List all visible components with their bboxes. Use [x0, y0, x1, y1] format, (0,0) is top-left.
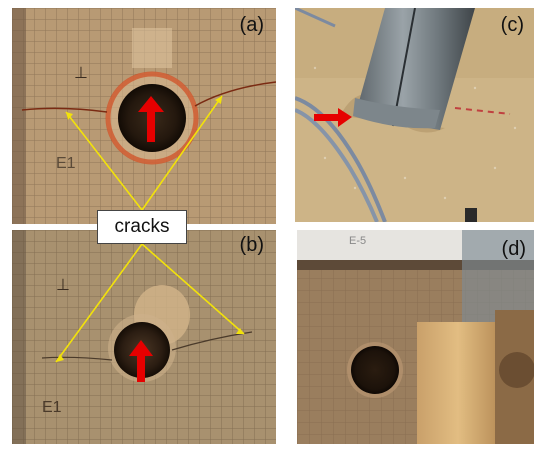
panel-c-label: (c)	[500, 14, 524, 36]
photo-panel-c: (c)	[295, 8, 534, 222]
yellow-pointer-line	[141, 243, 245, 335]
panel-d-photo: E-5	[297, 230, 534, 444]
panel-b-photo: ⊥ E1	[12, 230, 276, 444]
panel-a-label: (a)	[239, 14, 264, 36]
svg-text:E-5: E-5	[349, 235, 366, 247]
yellow-pointer-line	[141, 95, 223, 211]
svg-text:⊥: ⊥	[74, 65, 88, 82]
red-up-arrow	[129, 340, 153, 382]
panel-c-photo	[295, 8, 534, 222]
red-up-arrow	[138, 96, 164, 142]
yellow-pointer-line	[55, 243, 143, 363]
svg-text:⊥: ⊥	[56, 277, 70, 294]
photo-panel-b: ⊥ E1 (b)	[12, 230, 276, 444]
photo-panel-d: E-5 (d)	[297, 230, 534, 444]
yellow-pointer-line	[65, 111, 143, 211]
red-right-arrow	[314, 108, 352, 127]
svg-text:E1: E1	[42, 399, 62, 416]
cracks-callout: cracks	[97, 210, 187, 244]
svg-text:E1: E1	[56, 155, 76, 172]
panel-d-label: (d)	[501, 238, 526, 260]
panel-b-label: (b)	[239, 234, 264, 256]
